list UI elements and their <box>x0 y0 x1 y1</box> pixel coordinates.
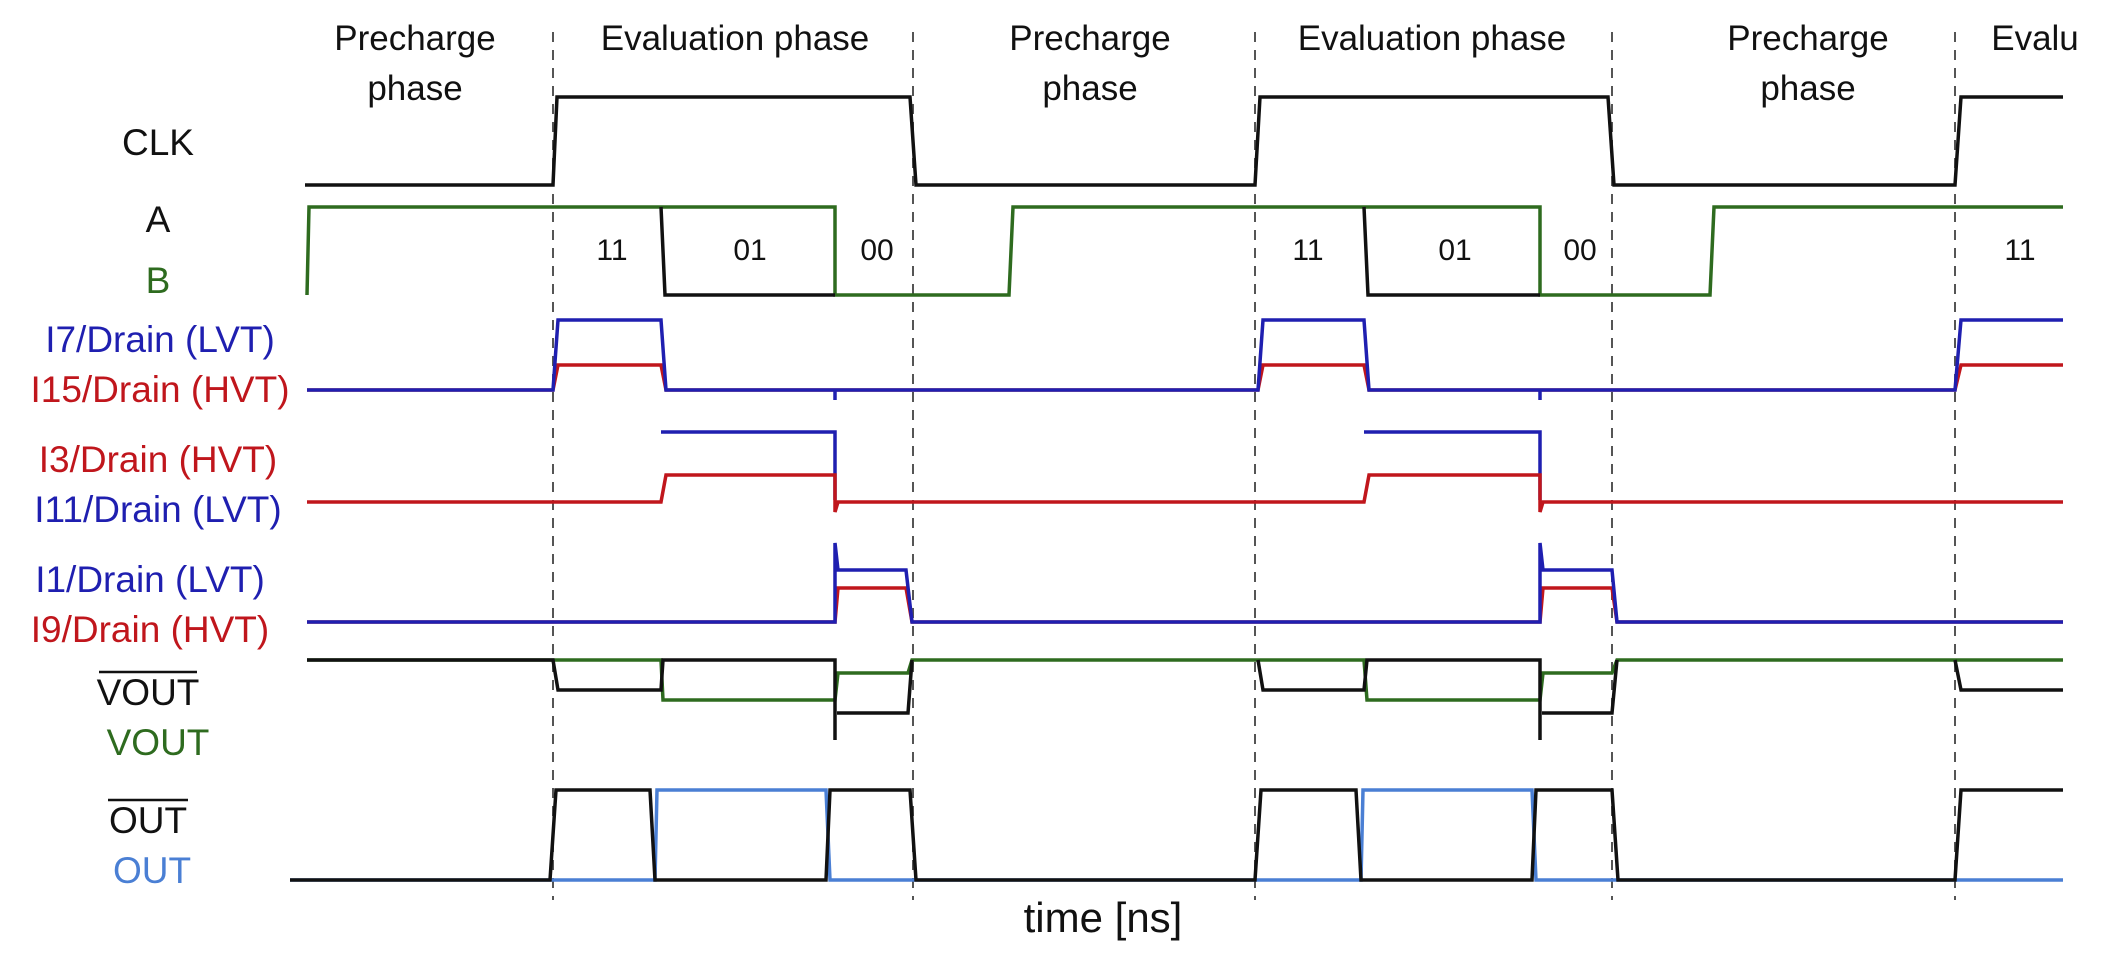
signal-labels: CLK A B I7/Drain (LVT) I15/Drain (HVT) I… <box>30 122 289 891</box>
out-bar-waveform <box>290 788 2063 882</box>
phase-4-label: Evaluation phase <box>1298 19 1567 58</box>
i15-waveform <box>307 363 2063 392</box>
out-bar-label: OUT <box>109 800 187 841</box>
i7-waveform <box>307 318 2063 400</box>
phase-1-label-line2: phase <box>367 69 462 108</box>
i3-waveform <box>307 473 2063 513</box>
input-code: 00 <box>860 234 893 267</box>
b-waveform <box>305 205 2063 297</box>
input-code: 11 <box>596 234 627 267</box>
phase-boundaries <box>552 32 1956 900</box>
phase-5-label-line1: Precharge <box>1727 19 1888 58</box>
phase-labels: Precharge phase Evaluation phase Prechar… <box>334 19 2079 108</box>
clk-label: CLK <box>122 122 194 163</box>
vout-label: VOUT <box>107 722 210 763</box>
i3-label: I3/Drain (HVT) <box>39 439 277 480</box>
vout-bar-waveform <box>307 658 2063 740</box>
input-code: 11 <box>2004 234 2035 267</box>
i9-waveform <box>307 586 2063 624</box>
input-code: 11 <box>1292 234 1323 267</box>
a-waveform <box>659 206 1540 297</box>
a-label: A <box>146 199 171 240</box>
i11-waveform <box>661 430 1542 500</box>
clk-waveform <box>305 95 2063 187</box>
vout-bar-label: VOUT <box>97 672 200 713</box>
phase-1-label-line1: Precharge <box>334 19 495 58</box>
input-code: 00 <box>1563 234 1596 267</box>
phase-3-label-line1: Precharge <box>1009 19 1170 58</box>
i1-label: I1/Drain (LVT) <box>35 559 265 600</box>
phase-3-label-line2: phase <box>1042 69 1137 108</box>
phase-5-label-line2: phase <box>1760 69 1855 108</box>
i1-waveform <box>307 542 2063 624</box>
phase-6-label: Evalu <box>1991 19 2079 58</box>
i7-label: I7/Drain (LVT) <box>45 319 275 360</box>
i9-label: I9/Drain (HVT) <box>31 609 269 650</box>
phase-2-label: Evaluation phase <box>601 19 870 58</box>
input-code: 01 <box>733 234 766 267</box>
vout-waveform <box>307 658 2063 702</box>
input-code: 01 <box>1438 234 1471 267</box>
b-label: B <box>146 260 171 301</box>
x-axis-label: time [ns] <box>1024 894 1183 941</box>
input-code-labels: 11 01 00 11 01 00 11 <box>596 234 2035 267</box>
out-label: OUT <box>113 850 191 891</box>
i15-label: I15/Drain (HVT) <box>30 369 289 410</box>
i11-label: I11/Drain (LVT) <box>34 489 281 530</box>
